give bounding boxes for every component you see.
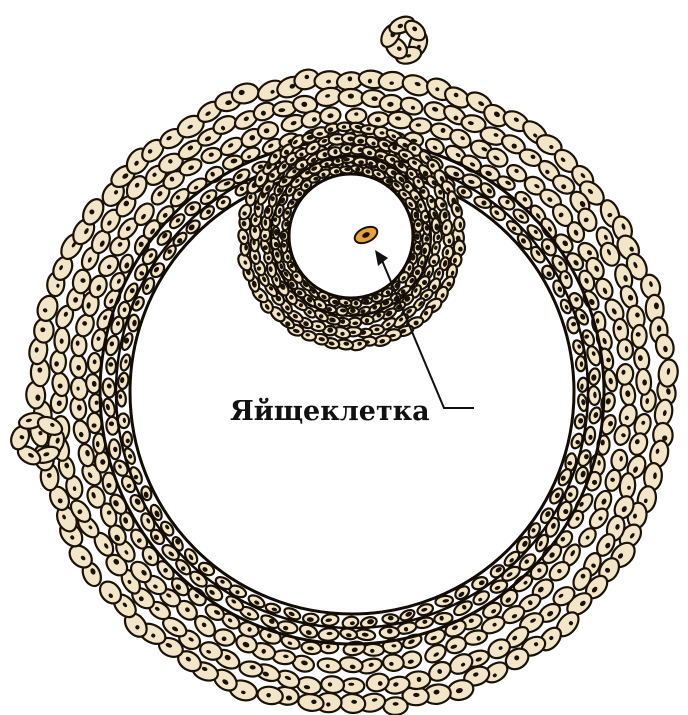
- cell: [454, 217, 465, 231]
- cell: [339, 693, 365, 714]
- cell: [239, 660, 264, 678]
- cell: [117, 372, 129, 390]
- cell: [362, 298, 373, 305]
- cell: [318, 628, 339, 642]
- cell: [363, 643, 385, 656]
- cell: [237, 229, 250, 246]
- cell: [382, 614, 398, 624]
- cell: [414, 219, 423, 232]
- cell: [34, 318, 55, 343]
- cell: [102, 397, 117, 418]
- cell: [296, 675, 323, 696]
- cell: [319, 106, 342, 126]
- cell: [200, 146, 223, 166]
- cell: [633, 347, 651, 372]
- cell: [273, 227, 280, 239]
- cell: [382, 654, 404, 672]
- cell: [450, 201, 464, 219]
- cell: [587, 386, 600, 405]
- cell: [588, 368, 601, 386]
- cell: [631, 325, 647, 348]
- egg-cell-label: Яйщеклетка: [230, 396, 430, 427]
- cell: [317, 657, 342, 674]
- cell: [102, 378, 117, 398]
- cell: [410, 118, 432, 134]
- cell: [320, 675, 344, 694]
- cell: [610, 449, 628, 471]
- cell: [355, 628, 376, 641]
- cell: [378, 71, 406, 91]
- cell: [54, 327, 70, 353]
- cell: [379, 95, 403, 113]
- cell: [69, 354, 87, 379]
- cell: [587, 406, 603, 425]
- cell: [657, 358, 680, 388]
- cell: [321, 613, 339, 626]
- cell: [342, 678, 365, 693]
- antrum-cavity: [293, 178, 409, 294]
- cell: [616, 363, 635, 386]
- cell: [380, 627, 399, 639]
- follicle-outer-cell-layer: [8, 13, 679, 715]
- cell: [619, 382, 637, 407]
- cell: [576, 356, 586, 371]
- cell: [71, 335, 86, 357]
- cell: [116, 390, 126, 407]
- cell: [184, 218, 202, 236]
- cell: [214, 194, 232, 211]
- cell: [338, 88, 364, 106]
- cell: [338, 655, 364, 674]
- cell: [383, 697, 408, 715]
- cell: [122, 432, 131, 447]
- cell: [50, 350, 67, 374]
- cell: [431, 218, 440, 234]
- cell: [361, 316, 374, 325]
- cell: [106, 358, 116, 375]
- cell: [88, 353, 101, 373]
- cell: [636, 369, 652, 396]
